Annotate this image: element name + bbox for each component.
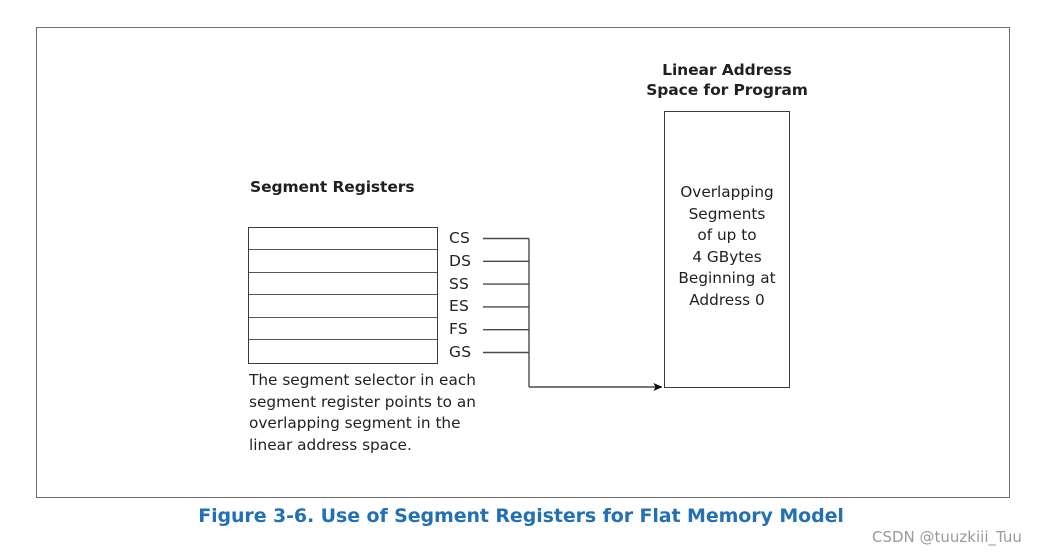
linear-address-space-title-line-1: Linear Address xyxy=(662,61,792,79)
register-label-fs: FS xyxy=(449,320,468,339)
segment-selector-description: The segment selector in each segment reg… xyxy=(249,371,476,454)
segment-registers-heading: Segment Registers xyxy=(250,178,415,196)
register-cell-gs xyxy=(249,340,437,362)
register-cell-es xyxy=(249,295,437,318)
figure-caption: Figure 3-6. Use of Segment Registers for… xyxy=(198,505,844,527)
linear-address-body-line-3: of up to xyxy=(697,226,757,244)
linear-address-space-body: Overlapping Segments of up to 4 GBytes B… xyxy=(678,182,775,311)
segment-registers-box xyxy=(248,227,438,364)
linear-address-space-box: Overlapping Segments of up to 4 GBytes B… xyxy=(664,111,790,388)
linear-address-body-line-4: 4 GBytes xyxy=(692,247,762,266)
register-label-ds: DS xyxy=(449,251,472,270)
register-cell-fs xyxy=(249,318,437,341)
linear-address-space-title: Linear Address Space for Program xyxy=(632,60,822,100)
linear-address-body-line-6: Address 0 xyxy=(689,290,765,309)
linear-address-space-title-line-2: Space for Program xyxy=(646,81,808,99)
register-cell-ss xyxy=(249,273,437,296)
register-label-es: ES xyxy=(449,297,470,316)
watermark-text: CSDN @tuuzkiii_Tuu xyxy=(872,528,1022,546)
register-label-list: CS DS SS ES FS GS xyxy=(449,227,489,364)
figure-frame xyxy=(36,27,1010,498)
register-cell-ds xyxy=(249,250,437,273)
linear-address-body-line-2: Segments xyxy=(688,204,766,223)
register-label-cs: CS xyxy=(449,229,471,247)
register-label-ss: SS xyxy=(449,274,470,293)
register-label-gs: GS xyxy=(449,343,472,362)
linear-address-body-line-1: Overlapping xyxy=(680,183,774,201)
linear-address-body-line-5: Beginning at xyxy=(678,269,776,287)
register-cell-cs xyxy=(249,228,437,251)
